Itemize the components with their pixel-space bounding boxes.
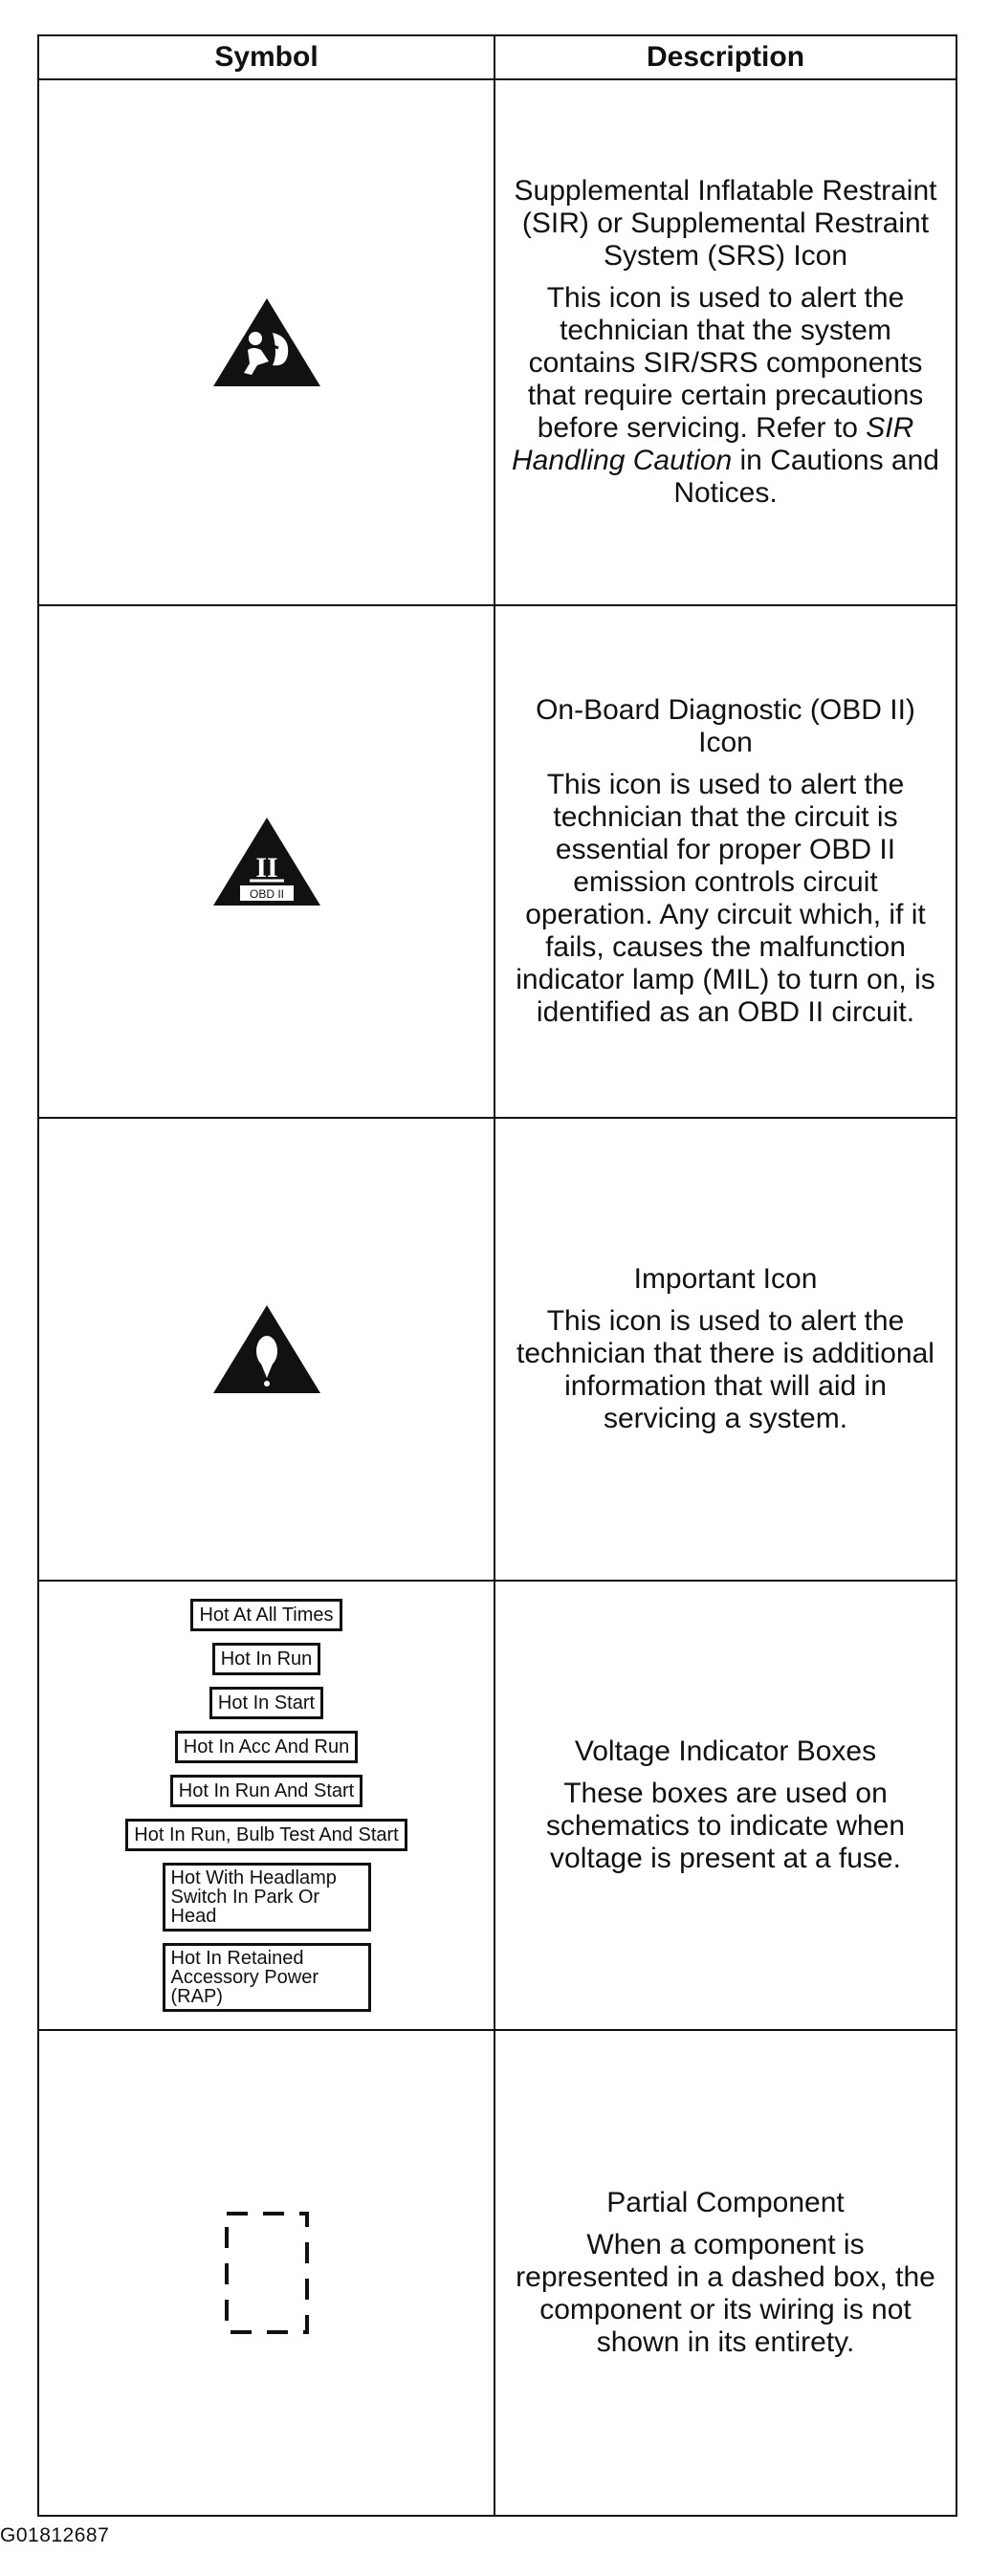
obd-icon-label-top: II (255, 852, 277, 884)
table-row: II OBD II On-Board Diagnostic (OBD II) I… (37, 604, 957, 1119)
row-text: This icon is used to alert the technicia… (516, 1305, 934, 1434)
row-text: These boxes are used on schematics to in… (545, 1778, 906, 1874)
symbol-table: Symbol Description Supplemental Inflatab… (37, 34, 957, 2517)
obd-ii-icon: II OBD II (212, 818, 320, 906)
table-header-row: Symbol Description (37, 34, 957, 80)
header-symbol: Symbol (37, 34, 495, 80)
sir-handling-caution-reference: SIR Handling Caution (512, 412, 914, 476)
figure-id: G01812687 (0, 2524, 110, 2546)
table-row: Important Icon This icon is used to aler… (37, 1117, 957, 1582)
row-text: This icon is used to alert the technicia… (516, 769, 935, 1028)
important-warning-icon (212, 1305, 320, 1393)
table-row: Supplemental Inflatable Restraint (SIR) … (37, 78, 957, 606)
row-title: Partial Component (606, 2187, 845, 2218)
voltage-box: Hot With Headlamp Switch In Park Or Head (162, 1863, 371, 1932)
row-text: This icon is used to alert the technicia… (512, 282, 939, 509)
row-title: Supplemental Inflatable Restraint (SIR) … (514, 175, 937, 272)
description-cell: Partial Component When a component is re… (494, 2029, 957, 2517)
obd-icon-label-bottom: OBD II (249, 887, 283, 901)
table-row: Partial Component When a component is re… (37, 2029, 957, 2517)
row-title: Voltage Indicator Boxes (574, 1736, 877, 1767)
voltage-box-list: Hot At All Times Hot In Run Hot In Start… (39, 1599, 494, 2012)
row-text: When a component is represented in a das… (516, 2229, 935, 2358)
symbol-cell: II OBD II (37, 604, 495, 1119)
dashed-box-icon (224, 2212, 309, 2334)
voltage-box: Hot In Start (209, 1687, 324, 1719)
sir-srs-warning-icon (212, 298, 320, 386)
description-cell: Important Icon This icon is used to aler… (494, 1117, 957, 1582)
voltage-box: Hot In Acc And Run (174, 1731, 359, 1763)
description-cell: Voltage Indicator Boxes These boxes are … (494, 1580, 957, 2031)
voltage-box: Hot In Retained Accessory Power (RAP) (162, 1943, 371, 2012)
symbol-cell (37, 1117, 495, 1582)
voltage-box: Hot In Run, Bulb Test And Start (125, 1819, 407, 1851)
symbol-cell (37, 2029, 495, 2517)
symbol-cell: Hot At All Times Hot In Run Hot In Start… (37, 1580, 495, 2031)
row-title: Important Icon (633, 1263, 818, 1295)
voltage-box: Hot At All Times (190, 1599, 342, 1631)
voltage-box: Hot In Run (211, 1643, 321, 1675)
symbol-cell (37, 78, 495, 606)
voltage-box: Hot In Run And Start (169, 1775, 363, 1807)
header-description: Description (494, 34, 957, 80)
table-row: Hot At All Times Hot In Run Hot In Start… (37, 1580, 957, 2031)
description-cell: Supplemental Inflatable Restraint (SIR) … (494, 78, 957, 606)
row-title: On-Board Diagnostic (OBD II) Icon (536, 694, 915, 758)
description-cell: On-Board Diagnostic (OBD II) Icon This i… (494, 604, 957, 1119)
